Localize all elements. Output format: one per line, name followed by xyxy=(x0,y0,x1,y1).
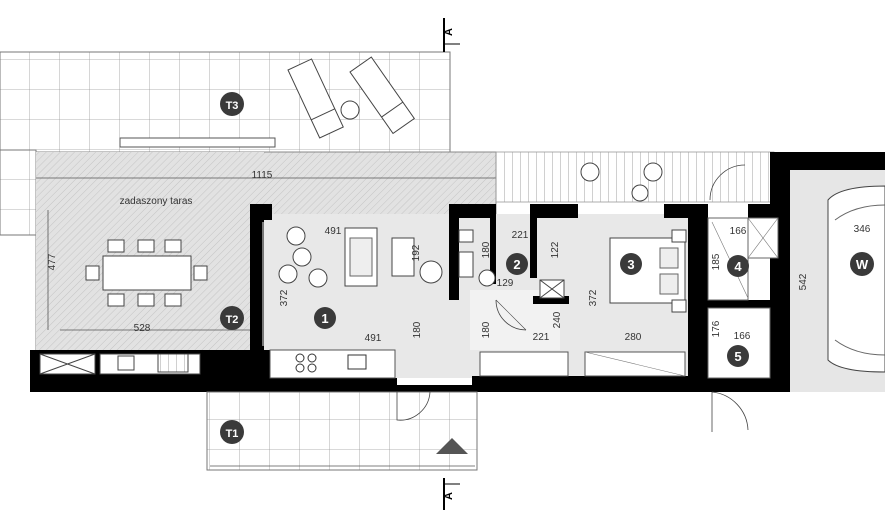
dim-r5-w: 166 xyxy=(734,331,751,342)
terrace-t3 xyxy=(0,51,451,236)
badge-t3: T3 xyxy=(220,92,244,116)
garage xyxy=(790,170,885,392)
door-swing xyxy=(709,164,746,201)
badge-room-4: 4 xyxy=(727,255,749,277)
svg-text:4: 4 xyxy=(734,259,742,274)
dim-room1-side: 372 xyxy=(279,289,290,306)
section-label: A xyxy=(443,492,455,500)
dim-r4-h: 185 xyxy=(711,253,722,270)
badge-room-3: 3 xyxy=(620,253,642,275)
room-badges: 1 2 3 4 5 T1 T2 T3 xyxy=(220,92,874,444)
dim-hall-h: 240 xyxy=(552,311,563,328)
dim-r4-w: 166 xyxy=(730,226,747,237)
dim-bath-h: 180 xyxy=(481,241,492,258)
dim-bath-inner: 129 xyxy=(497,278,514,289)
dim-garage-w: 346 xyxy=(854,224,871,235)
section-marker-bottom: A xyxy=(443,478,460,510)
svg-text:T1: T1 xyxy=(226,428,239,440)
sun-lounger xyxy=(287,58,344,139)
bedroom-furniture xyxy=(609,229,687,313)
dim-hall-depth: 180 xyxy=(481,321,492,338)
dim-closet: 122 xyxy=(550,241,561,258)
badge-room-5: 5 xyxy=(727,345,749,367)
car xyxy=(827,185,885,373)
dim-sofa: 192 xyxy=(411,244,422,261)
badge-room-2: 2 xyxy=(506,253,528,275)
section-label: A xyxy=(443,28,455,36)
badge-room-1: 1 xyxy=(314,307,336,329)
dim-terrace-side: 477 xyxy=(47,253,58,270)
svg-text:W: W xyxy=(856,257,869,272)
bathroom-fixtures xyxy=(458,229,565,331)
dim-terrace-top: 1115 xyxy=(252,170,273,181)
svg-text:1: 1 xyxy=(321,311,328,326)
svg-text:T2: T2 xyxy=(226,314,239,326)
dim-bed-w: 280 xyxy=(625,332,642,343)
dim-kitchen: 180 xyxy=(412,321,423,338)
dim-r5-h: 176 xyxy=(711,320,722,337)
dining-table xyxy=(85,239,208,307)
dim-hall-w: 221 xyxy=(533,332,550,343)
svg-text:5: 5 xyxy=(734,349,741,364)
entrance-arrow xyxy=(436,438,468,454)
badge-t1: T1 xyxy=(220,420,244,444)
dimensions: 1115 zadaszony taras 477 528 491 491 372… xyxy=(47,170,871,344)
badge-t2: T2 xyxy=(220,306,244,330)
dim-terrace-bottom: 528 xyxy=(134,323,151,334)
dim-bed-side: 372 xyxy=(588,289,599,306)
section-marker-top: A xyxy=(443,18,460,52)
wall-details xyxy=(39,349,686,379)
svg-text:3: 3 xyxy=(627,257,634,272)
living-furniture xyxy=(262,222,443,346)
terrace-label: zadaszony taras xyxy=(120,196,193,207)
svg-text:T3: T3 xyxy=(226,100,239,112)
badge-garage: W xyxy=(850,252,874,276)
side-table xyxy=(340,100,360,120)
terrace-bench xyxy=(119,137,276,148)
garden-slats xyxy=(495,151,775,203)
dim-garage-h: 542 xyxy=(798,273,809,290)
sun-lounger xyxy=(349,56,416,135)
svg-text:2: 2 xyxy=(513,257,520,272)
dim-room1-top: 491 xyxy=(325,226,342,237)
dim-room1-bottom: 491 xyxy=(365,333,382,344)
dim-bath-w: 221 xyxy=(512,230,529,241)
terrace-t1 xyxy=(206,391,478,471)
